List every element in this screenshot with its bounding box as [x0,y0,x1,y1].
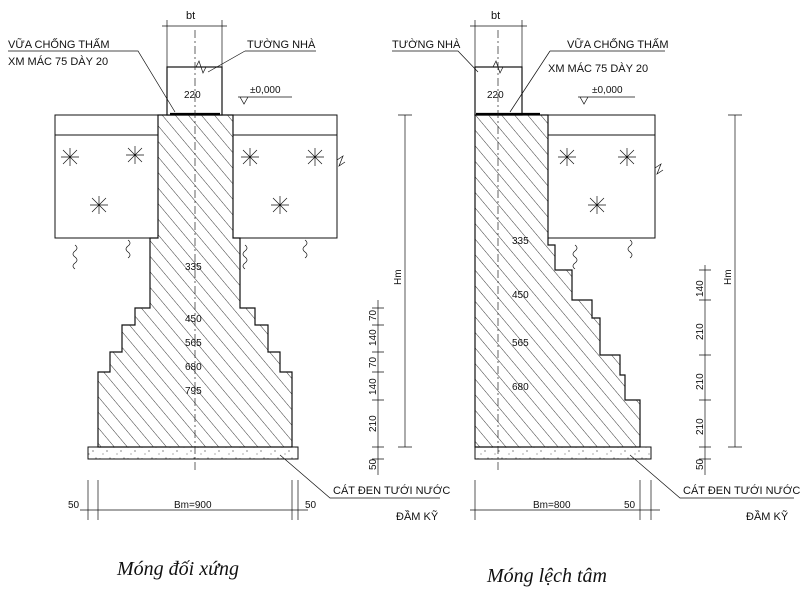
caption-eccentric: Móng lệch tâm [486,565,607,587]
bt-label-eccentric: bt [491,10,500,22]
h-140b: 140 [368,378,379,395]
wall-label: TƯỜNG NHÀ [247,38,316,51]
h-210c-eccentric: 210 [695,418,706,435]
sand-cushion-eccentric [474,446,652,460]
sand-label-1: CÁT ĐEN TƯỚI NƯỚC [333,484,450,497]
wall-label-eccentric: TƯỜNG NHÀ [392,38,461,51]
level-label: ±0,000 [250,85,281,96]
wall-width: 220 [184,90,201,101]
eccentric-footing: bt TƯỜNG NHÀ VỮA CHỐNG THẤM XM MÁC 75 DÀ… [392,10,800,587]
sand-label-eccentric-2: ĐẦM KỸ [746,510,789,523]
h-210a-eccentric: 210 [695,323,706,340]
width-565: 565 [185,338,202,349]
offset-left: 50 [68,500,80,511]
offset-right: 50 [305,500,317,511]
caption-symmetric: Móng đối xứng [116,558,239,580]
h-50: 50 [368,458,379,470]
waterproof-label-2: XM MÁC 75 DÀY 20 [8,55,108,68]
sand-cushion [87,446,299,460]
width-450: 450 [185,314,202,325]
h-70a: 70 [368,309,379,321]
bm-label-eccentric: Bm=800 [533,500,571,511]
hm-label-eccentric: Hm [723,269,734,285]
sand-label-2: ĐẦM KỸ [396,510,439,523]
wall-section-eccentric [474,66,523,116]
width-680-eccentric: 680 [512,382,529,393]
width-795: 795 [185,386,202,397]
width-565-eccentric: 565 [512,338,529,349]
h-70b: 70 [368,356,379,368]
bm-label: Bm=900 [174,500,212,511]
offset-right-eccentric: 50 [624,500,636,511]
symmetric-footing: bt VỮA CHỐNG THẤM XM MÁC 75 DÀY 20 TƯỜNG… [8,10,450,580]
h-140a: 140 [368,329,379,346]
level-label-eccentric: ±0,000 [592,85,623,96]
sand-label-eccentric-1: CÁT ĐEN TƯỚI NƯỚC [683,484,800,497]
hm-label: Hm [393,269,404,285]
width-335: 335 [185,262,202,273]
wall-section [166,66,223,116]
wall-width-eccentric: 220 [487,90,504,101]
footing-body-eccentric [474,114,641,448]
waterproof-label-eccentric-1: VỮA CHỐNG THẤM [567,37,668,51]
width-335-eccentric: 335 [512,236,529,247]
h-210: 210 [368,415,379,432]
waterproof-label-1: VỮA CHỐNG THẤM [8,37,109,51]
bt-label: bt [186,10,195,22]
h-50-eccentric: 50 [695,458,706,470]
h-140-eccentric: 140 [695,280,706,297]
h-210b-eccentric: 210 [695,373,706,390]
width-680: 680 [185,362,202,373]
waterproof-label-eccentric-2: XM MÁC 75 DÀY 20 [548,62,648,75]
width-450-eccentric: 450 [512,290,529,301]
